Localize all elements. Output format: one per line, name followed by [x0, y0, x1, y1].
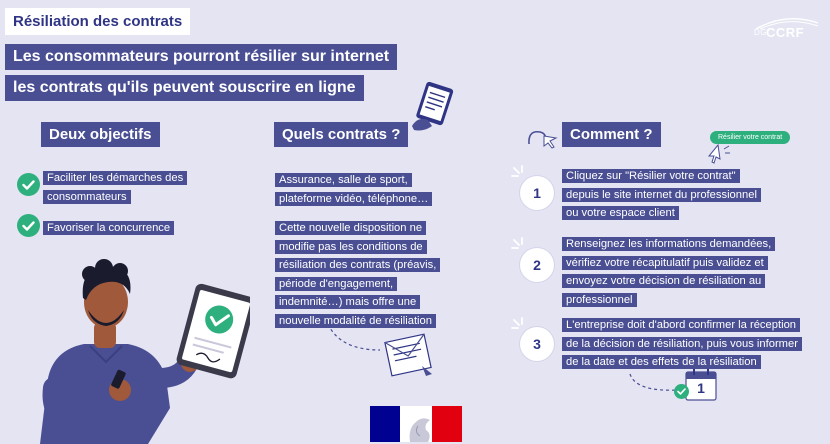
step-1-number: 1: [520, 176, 554, 210]
logo-swoosh-icon: [755, 18, 819, 30]
cursor-pointer-icon: [707, 143, 730, 164]
contrats-title: Quels contrats ?: [274, 122, 409, 147]
calendar-day: 1: [697, 380, 705, 396]
dashed-trail-decoration: [629, 373, 679, 391]
banner-line-2: les contrats qu'ils peuvent souscrire en…: [5, 75, 364, 101]
calendar-icon: 1: [684, 368, 718, 402]
logo-prefix: DG: [754, 28, 767, 37]
step-2-number: 2: [520, 248, 554, 282]
person-with-tablet-illustration: [40, 259, 250, 444]
check-circle-icon: [17, 173, 40, 196]
dashed-trail-decoration: [327, 323, 381, 351]
sparkle-icon: [511, 165, 523, 177]
step-3-text: L'entreprise doit d'abord confirmer la r…: [562, 315, 802, 371]
comment-title: Comment ?: [562, 122, 661, 147]
page-title: Résiliation des contrats: [5, 8, 191, 35]
letter-document-icon: [384, 333, 432, 377]
step-1-text: Cliquez sur "Résilier votre contrat" dep…: [562, 166, 770, 222]
step-3-number: 3: [520, 327, 554, 361]
check-circle-icon: [17, 214, 40, 237]
republique-francaise-logo: [370, 406, 462, 442]
dgccrf-logo: DG CCRF: [752, 16, 822, 46]
sparkle-icon: [511, 237, 523, 249]
objectif-item-2: Favoriser la concurrence: [43, 218, 203, 237]
step-2-text: Renseignez les informations demandées, v…: [562, 234, 794, 308]
banner-line-1: Les consommateurs pourront résilier sur …: [5, 44, 398, 70]
check-circle-icon: [674, 384, 689, 399]
objectifs-title: Deux objectifs: [41, 122, 160, 147]
resilier-contrat-button[interactable]: Résilier votre contrat: [710, 131, 791, 144]
document-in-hand-icon: [412, 82, 454, 131]
contrats-examples: Assurance, salle de sport, plateforme vi…: [275, 170, 453, 207]
logo-text: CCRF: [766, 25, 805, 40]
cursor-click-icon: [528, 130, 558, 149]
objectif-item-1: Faciliter les démarches des consommateur…: [43, 168, 203, 205]
contrats-description: Cette nouvelle disposition ne modifie pa…: [275, 218, 443, 329]
sparkle-icon: [511, 317, 523, 329]
